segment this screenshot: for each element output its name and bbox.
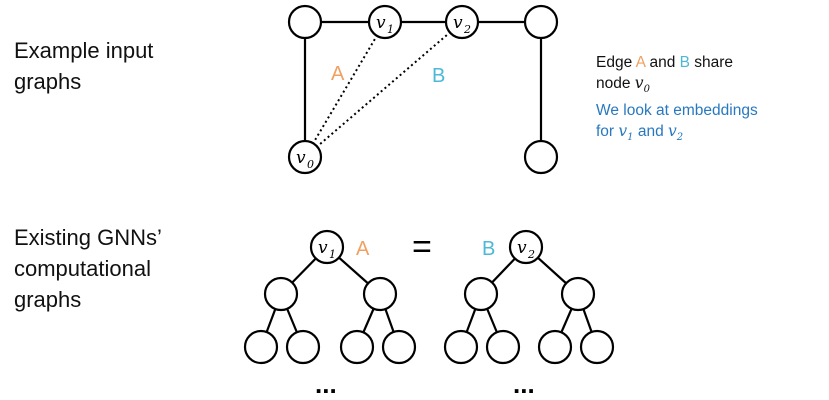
tree-right-leaf-1 <box>443 329 479 365</box>
note-line1: Edge A and B share <box>596 52 758 73</box>
edge-share-note: Edge A and B share node v0 We look at em… <box>596 52 758 148</box>
node-v0-label: v <box>296 148 306 168</box>
note-line4-mid: and <box>633 123 669 141</box>
node-v2-subscript: 2 <box>463 23 471 36</box>
node-v0 <box>287 139 323 175</box>
tree-left-root-subscript: 1 <box>329 248 336 261</box>
input-graphs-label-line2: graphs <box>14 69 82 94</box>
tree-right-root-v2 <box>508 229 544 265</box>
tree-left-child-2 <box>362 276 398 312</box>
note-v0-subscript: 0 <box>643 84 650 96</box>
note-v0-symbol: v <box>634 74 644 92</box>
tree-right-root-subscript: 2 <box>527 248 535 261</box>
tree-left-root-v1 <box>309 229 345 265</box>
note-line4-prefix: for <box>596 123 619 141</box>
tree-left-leaf-4 <box>381 329 417 365</box>
node-v0-subscript: 0 <box>307 158 314 171</box>
tree-left-leaf-2 <box>285 329 321 365</box>
equals-sign: = <box>412 228 432 266</box>
note-line2: node v0 <box>596 73 758 100</box>
input-graph: v 1 v 2 v 0 A B <box>287 4 559 175</box>
node-v1 <box>367 4 403 40</box>
tree-left-leaf-3 <box>339 329 375 365</box>
bottom-right-node <box>523 139 559 175</box>
note-line1-prefix: Edge <box>596 54 636 71</box>
note-line3: We look at embeddings <box>596 102 758 120</box>
node-v2 <box>444 4 480 40</box>
note-edge-a: A <box>635 54 646 71</box>
input-graphs-label-line1: Example input <box>14 38 154 63</box>
tree-left-label-a: A <box>356 238 370 260</box>
note-line1-mid: and <box>645 54 680 71</box>
computational-tree-left: v 1 A ... <box>243 229 417 399</box>
tree-right-label-b: B <box>482 238 495 260</box>
tree-right-ellipsis: ... <box>513 369 535 399</box>
node-v2-label: v <box>453 13 463 33</box>
input-graphs-label: Example input graphs <box>14 35 153 97</box>
comp-graphs-label-line1: Existing GNNs’ <box>14 225 162 250</box>
node-v1-subscript: 1 <box>387 23 394 36</box>
top-right-node <box>523 4 559 40</box>
comp-graphs-label-line2: computational <box>14 256 151 281</box>
edge-b-dotted <box>304 21 463 158</box>
tree-right-leaf-2 <box>485 329 521 365</box>
note-line4: for v1 and v2 <box>596 121 758 148</box>
top-left-node <box>287 4 323 40</box>
note-v1-symbol: v <box>618 122 628 141</box>
note-v2-symbol: v <box>668 122 677 141</box>
tree-right-leaf-4 <box>579 329 615 365</box>
comp-graphs-label-line3: graphs <box>14 287 82 312</box>
tree-left-ellipsis: ... <box>315 369 337 399</box>
edge-b-label: B <box>432 65 445 87</box>
edge-a-dotted <box>304 21 386 158</box>
note-edge-b: B <box>679 54 690 71</box>
note-line2-prefix: node <box>596 75 635 92</box>
tree-right-leaf-3 <box>537 329 573 365</box>
tree-right-child-1 <box>463 276 499 312</box>
tree-right-root-label: v <box>517 238 527 258</box>
note-v2-subscript: 2 <box>676 132 684 144</box>
node-v1-label: v <box>376 13 386 33</box>
note-v1-subscript: 1 <box>627 132 634 144</box>
note-line1-suffix: share <box>689 54 734 71</box>
tree-right-child-2 <box>560 276 596 312</box>
tree-left-root-label: v <box>318 238 328 258</box>
computational-tree-right: v 2 B ... <box>443 229 615 399</box>
tree-left-child-1 <box>263 276 299 312</box>
tree-left-leaf-1 <box>243 329 279 365</box>
computational-graphs-label: Existing GNNs’ computational graphs <box>14 222 162 315</box>
edge-a-label: A <box>331 63 345 85</box>
